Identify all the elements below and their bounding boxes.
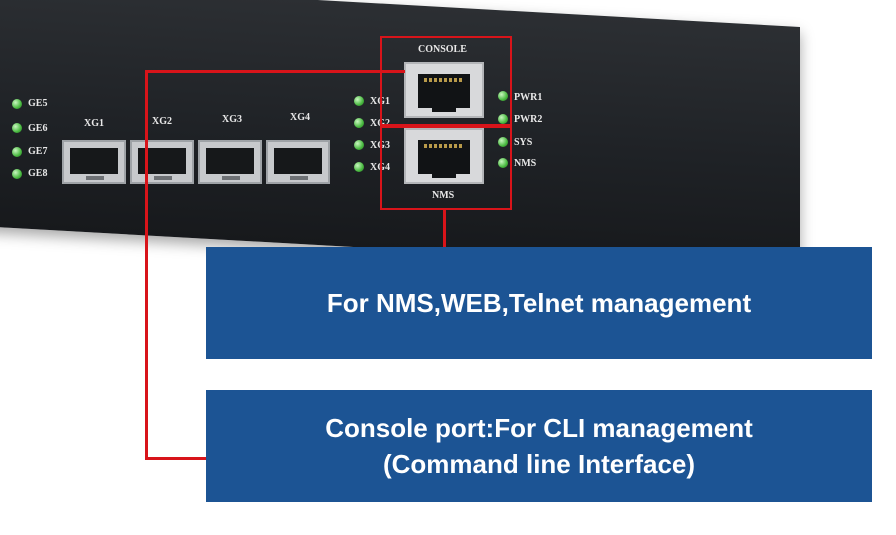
console-info-box: Console port:For CLI management (Command… <box>206 390 872 502</box>
label-sys: SYS <box>514 137 533 148</box>
label-sfp-xg3: XG3 <box>222 114 242 125</box>
nms-highlight-box <box>380 126 512 210</box>
label-pwr1: PWR1 <box>514 92 543 103</box>
sfp-port-xg4 <box>266 140 330 184</box>
label-pwr2: PWR2 <box>514 114 543 125</box>
console-leader-vertical <box>145 70 148 460</box>
led-pwr1 <box>498 91 508 101</box>
label-nms-port: NMS <box>432 190 455 201</box>
sfp-port-xg1 <box>62 140 126 184</box>
nms-info-text: For NMS,WEB,Telnet management <box>326 288 752 318</box>
led-xg4 <box>354 162 364 172</box>
led-xg1 <box>354 96 364 106</box>
console-highlight-box <box>380 36 512 126</box>
label-ge8: GE8 <box>28 168 48 179</box>
led-ge8 <box>12 169 22 179</box>
led-xg2 <box>354 118 364 128</box>
console-leader-top <box>145 70 405 73</box>
nms-leader-vertical <box>443 210 446 266</box>
nms-info-box: For NMS,WEB,Telnet management <box>206 247 872 359</box>
label-ge5: GE5 <box>28 98 48 109</box>
sfp-port-xg2 <box>130 140 194 184</box>
led-nms <box>498 158 508 168</box>
led-ge6 <box>12 123 22 133</box>
label-console: CONSOLE <box>418 44 467 55</box>
label-sfp-xg1: XG1 <box>84 118 104 129</box>
label-sfp-xg4: XG4 <box>290 112 310 123</box>
console-rj45-port <box>404 62 484 118</box>
nms-rj45-port <box>404 128 484 184</box>
console-leader-bottom <box>145 457 239 460</box>
label-nms: NMS <box>514 158 537 169</box>
sfp-port-xg3 <box>198 140 262 184</box>
led-sys <box>498 137 508 147</box>
console-info-line1: Console port:For CLI management <box>325 413 753 443</box>
label-ge7: GE7 <box>28 146 48 157</box>
led-pwr2 <box>498 114 508 124</box>
led-ge7 <box>12 147 22 157</box>
console-info-line2: (Command line Interface) <box>382 449 696 479</box>
label-sfp-xg2: XG2 <box>152 116 172 127</box>
led-ge5 <box>12 99 22 109</box>
label-ge6: GE6 <box>28 123 48 134</box>
led-xg3 <box>354 140 364 150</box>
